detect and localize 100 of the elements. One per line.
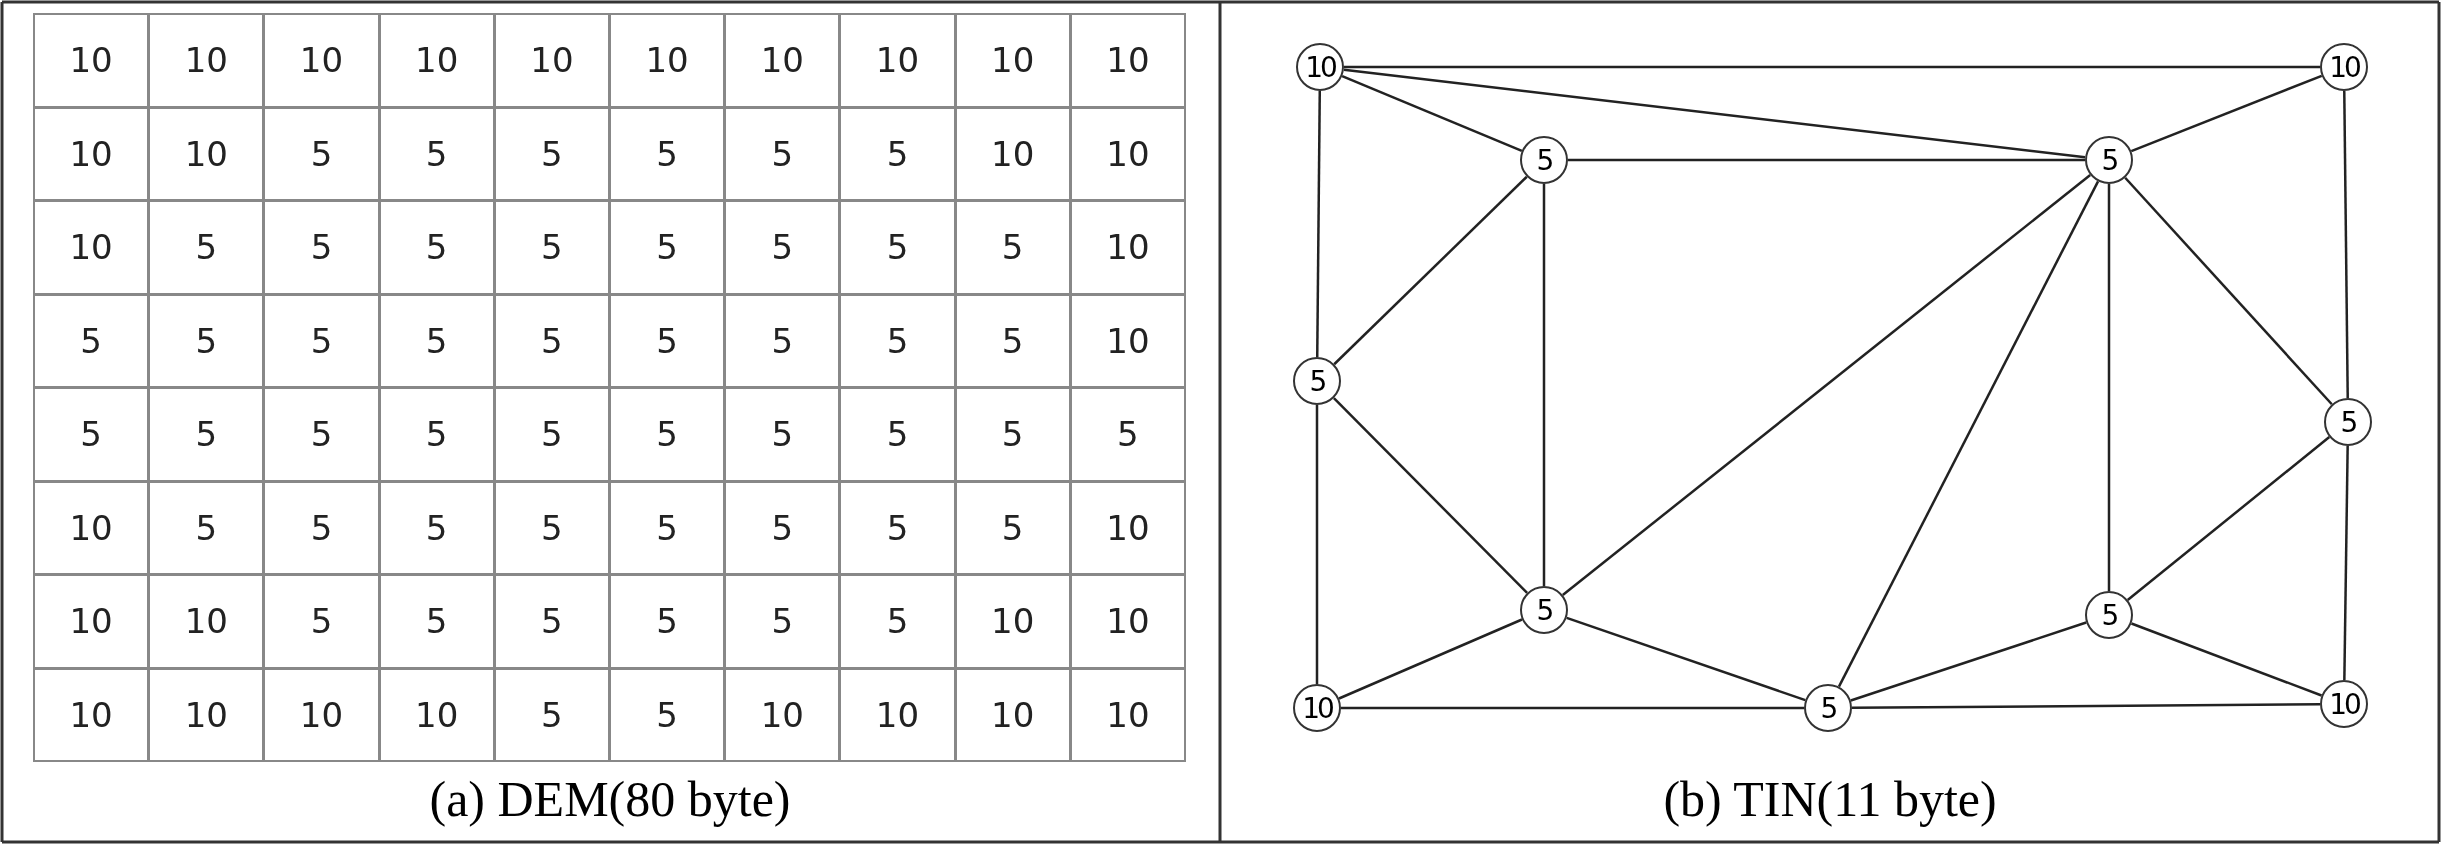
vertex-circle: 10 [2320,680,2368,728]
elevation-cell: 5 [493,574,610,669]
elevation-cell: 5 [493,106,610,201]
elevation-cell: 5 [378,106,495,201]
tin-edge [1316,91,1321,357]
tin-edge [1344,65,2320,69]
elevation-cell: 5 [263,106,380,201]
elevation-cell: 10 [1069,13,1186,108]
tin-edge [2124,176,2333,406]
elevation-cell: 5 [378,200,495,295]
elevation-cell: 5 [954,293,1071,388]
elevation-cell: 5 [33,293,150,388]
elevation-cell: 5 [839,480,956,575]
tin-edge [1341,75,1523,152]
elevation-cell: 10 [493,13,610,108]
elevation-cell: 5 [148,480,265,575]
elevation-cell: 10 [954,667,1071,762]
elevation-cell: 5 [609,387,726,482]
elevation-cell: 5 [493,200,610,295]
elevation-cell: 10 [148,574,265,669]
vertex-circle: 5 [2085,136,2133,184]
elevation-cell: 5 [839,574,956,669]
tin-edge [1568,158,2085,162]
tin-edge [2107,184,2111,591]
elevation-cell: 5 [839,387,956,482]
elevation-cell: 5 [148,293,265,388]
elevation-cell: 10 [724,667,841,762]
elevation-cell: 10 [1069,293,1186,388]
vertex-circle: 10 [1296,43,1344,91]
tin-edge [1333,175,1528,366]
tin-edge [1343,68,2086,159]
elevation-cell: 5 [839,293,956,388]
elevation-cell: 5 [263,480,380,575]
elevation-cell: 5 [839,106,956,201]
elevation-cell: 5 [493,293,610,388]
tin-edge [2130,74,2323,153]
elevation-cell: 5 [954,200,1071,295]
vertex-circle: 5 [1293,357,1341,405]
vertex-circle: 10 [2320,43,2368,91]
elevation-cell: 10 [33,480,150,575]
elevation-cell: 10 [1069,200,1186,295]
elevation-cell: 5 [609,200,726,295]
elevation-cell: 10 [148,13,265,108]
elevation-cell: 5 [609,667,726,762]
elevation-cell: 5 [954,387,1071,482]
panel-caption: (b) TIN(11 byte) [1663,770,1997,828]
elevation-cell: 10 [1069,106,1186,201]
elevation-cell: 5 [609,480,726,575]
elevation-cell: 10 [33,13,150,108]
elevation-cell: 10 [839,667,956,762]
elevation-cell: 5 [148,200,265,295]
elevation-cell: 10 [1069,480,1186,575]
elevation-cell: 10 [33,667,150,762]
elevation-cell: 5 [263,200,380,295]
elevation-cell: 5 [263,293,380,388]
vertex-circle: 5 [1520,586,1568,634]
elevation-cell: 10 [148,667,265,762]
elevation-cell: 5 [954,480,1071,575]
elevation-cell: 5 [493,480,610,575]
elevation-cell: 5 [378,387,495,482]
tin-edge [1341,706,1804,710]
elevation-cell: 10 [1069,574,1186,669]
elevation-cell: 5 [609,293,726,388]
elevation-cell: 5 [724,293,841,388]
elevation-cell: 10 [954,574,1071,669]
elevation-cell: 10 [33,574,150,669]
tin-edge [1338,618,1523,700]
elevation-cell: 5 [724,480,841,575]
elevation-cell: 10 [33,106,150,201]
elevation-cell: 10 [148,106,265,201]
elevation-cell: 10 [1069,667,1186,762]
elevation-cell: 10 [724,13,841,108]
elevation-cell: 5 [148,387,265,482]
elevation-cell: 5 [839,200,956,295]
tin-edge [1837,180,2100,688]
elevation-cell: 10 [378,13,495,108]
elevation-cell: 5 [724,106,841,201]
tin-edge [2343,446,2349,680]
elevation-cell: 10 [954,106,1071,201]
elevation-cell: 10 [33,200,150,295]
tin-edge [1850,621,2087,702]
elevation-cell: 5 [33,387,150,482]
elevation-cell: 5 [609,574,726,669]
elevation-cell: 10 [263,13,380,108]
elevation-cell: 10 [839,13,956,108]
tin-edge [2126,436,2331,601]
tin-edge [1562,173,2091,597]
vertex-circle: 10 [1293,684,1341,732]
elevation-cell: 10 [954,13,1071,108]
tin-edge [1542,184,1546,586]
vertex-circle: 5 [2085,591,2133,639]
tin-edge [2131,622,2322,697]
vertex-circle: 5 [2324,398,2372,446]
tin-edge [1566,616,1806,702]
tin-edge [1315,405,1319,684]
tin-edge [1333,397,1528,594]
tin-edge [1852,702,2320,710]
elevation-cell: 5 [263,387,380,482]
elevation-cell: 10 [378,667,495,762]
elevation-cell: 5 [378,293,495,388]
